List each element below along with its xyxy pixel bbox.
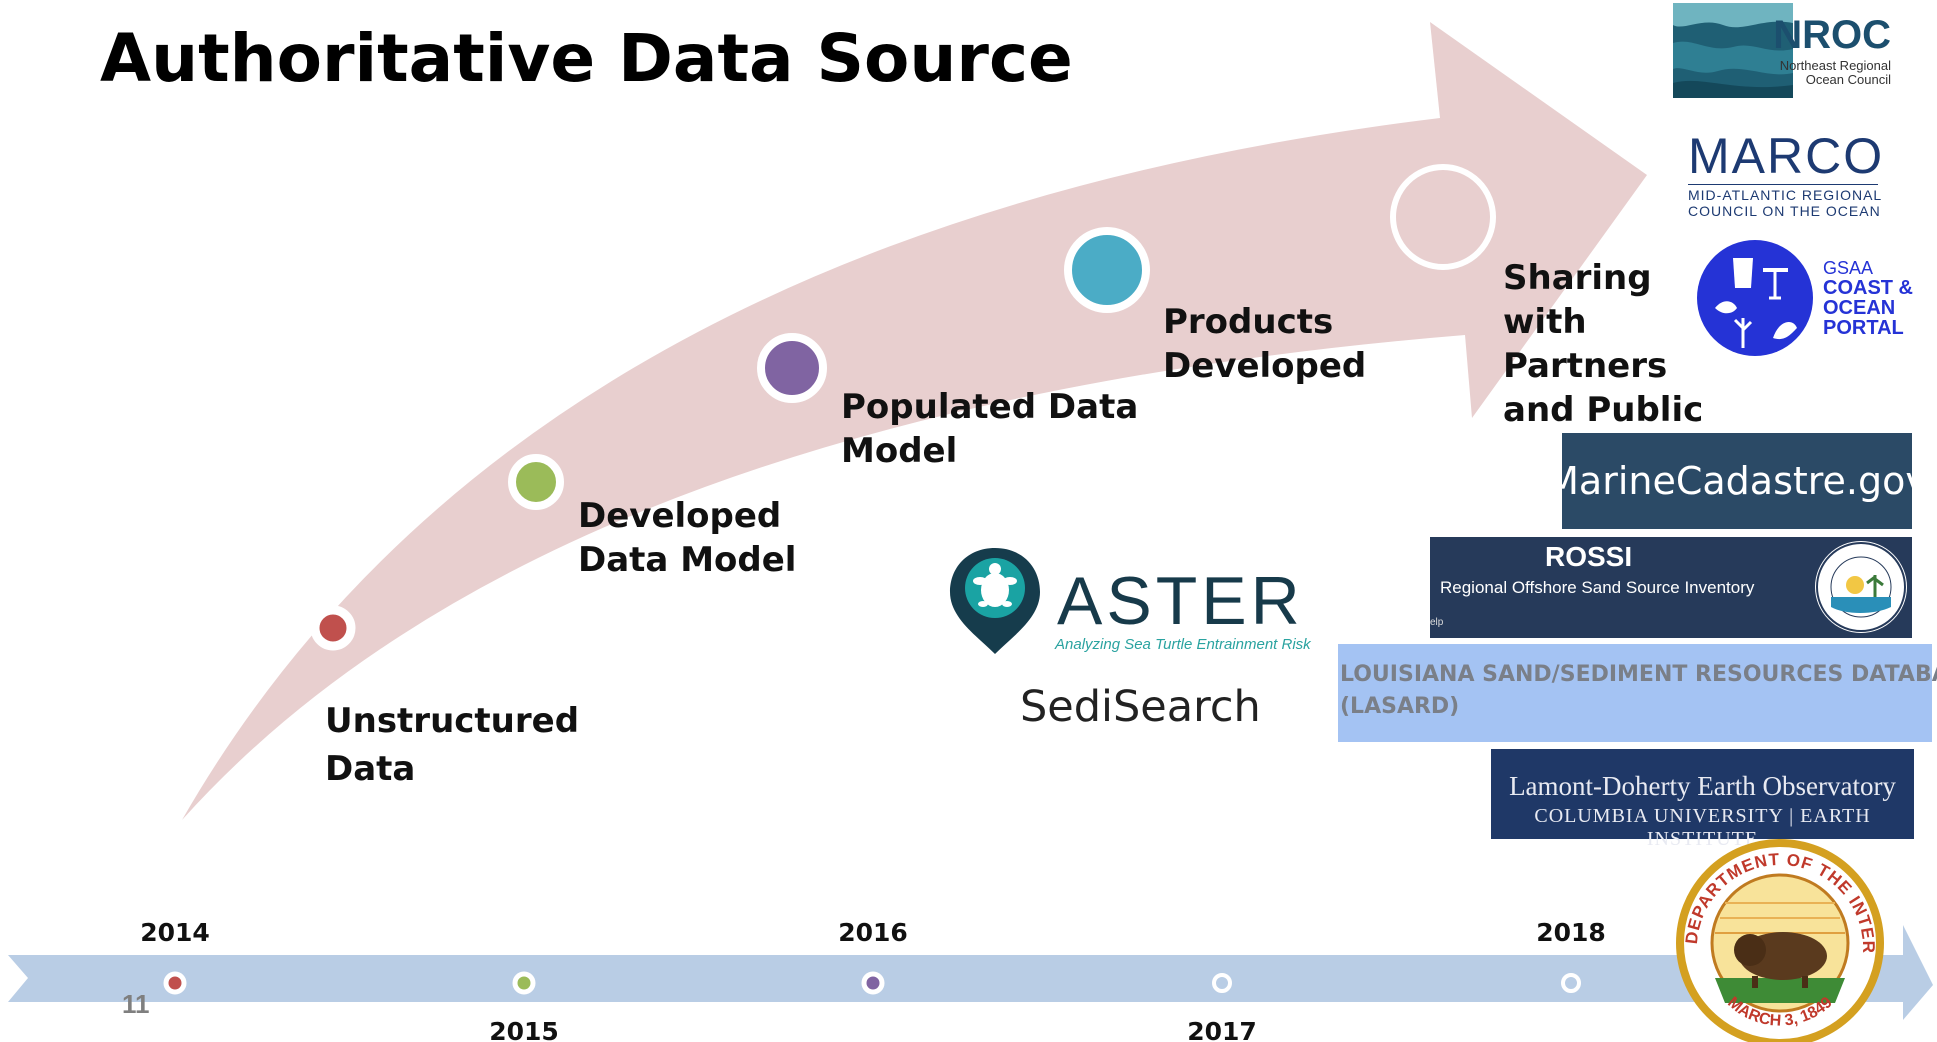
year-label: 2014 [140,918,210,947]
timeline-dot-2017 [1212,973,1232,993]
nroc-logo: NROC Northeast Regional Ocean Council [1673,3,1895,98]
stage-marker-2015 [508,454,564,510]
timeline-dot-2018 [1561,973,1581,993]
ldeo-subtitle: Columbia University | Earth Institute [1534,805,1871,850]
stage-marker-2016 [757,333,827,403]
marco-logo: MARCO Mid-Atlantic Regional Council on t… [1688,128,1885,223]
gsaa-portal-logo: GSAA COAST & OCEAN PORTAL [1693,238,1913,358]
ldeo-name: Lamont-Doherty Earth Observatory [1509,771,1896,801]
aster-tagline: Analyzing Sea Turtle Entrainment Risk [1055,636,1311,653]
stage-label-products: Products Developed [1163,302,1367,386]
progress-arrow [182,22,1647,820]
marco-name: MARCO [1688,128,1885,184]
timeline-dot-2014 [163,971,187,995]
rossi-subtitle: Regional Offshore Sand Source Inventory [1440,578,1755,597]
timeline-markers [163,971,1581,995]
ldeo-banner: Lamont-Doherty Earth Observatory Columbi… [1491,749,1914,850]
stage-label-unstructured: Unstructured Data [325,701,580,789]
stage-label-developed-model: Developed Data Model [578,496,797,580]
help-link[interactable]: elp [1430,617,1444,628]
slide-title: Authoritative Data Source [100,20,1073,97]
nroc-name: NROC [1773,13,1891,57]
florida-dep-seal-icon [1815,541,1907,633]
year-label: 2017 [1187,1017,1257,1042]
timeline-arrow [8,925,1933,1020]
slide-number: 11 [122,989,150,1019]
marco-subtitle: Mid-Atlantic Regional Council on the Oce… [1688,184,1881,219]
rossi-banner: ROSSI Regional Offshore Sand Source Inve… [1430,537,1912,638]
stage-marker-2014 [310,605,356,651]
year-label: 2016 [838,918,908,947]
sedisearch-label: SediSearch [1020,682,1261,732]
rossi-name: ROSSI [1545,541,1633,572]
stage-markers [310,164,1496,651]
wave-map-icon [1673,3,1793,98]
gsaa-label: GSAA [1823,258,1874,278]
year-label: 2015 [489,1017,559,1042]
timeline-dot-2016 [861,971,885,995]
marinecadastre-label: MarineCadastre.gov [1546,459,1928,503]
aster-name: ASTER [1057,563,1304,639]
stage-label-sharing: Sharing with Partners and Public [1503,258,1704,430]
doi-seal: U.S. DEPARTMENT OF THE INTERIOR MARCH 3,… [1668,823,1885,1042]
lasard-label: LOUISIANA SAND/SEDIMENT RESOURCES DATABA… [1340,662,1937,719]
stage-marker-2017 [1064,227,1150,313]
stage-marker-2018 [1390,164,1496,270]
turtle-pin-icon [950,548,1040,654]
nroc-subtitle: Northeast Regional Ocean Council [1779,58,1891,87]
timeline-dot-2015 [512,971,536,995]
year-label: 2018 [1536,918,1606,947]
coast-ocean-portal-label: COAST & OCEAN PORTAL [1823,277,1913,339]
lasard-banner: LOUISIANA SAND/SEDIMENT RESOURCES DATABA… [1338,644,1937,742]
aster-logo: ASTER Analyzing Sea Turtle Entrainment R… [945,540,1315,660]
marinecadastre-logo: MarineCadastre.gov [1546,433,1928,529]
doi-seal-graphic: U.S. DEPARTMENT OF THE INTERIOR MARCH 3,… [1668,823,1884,1042]
gsaa-globe-icon [1697,240,1813,356]
stage-label-populated-model: Populated Data Model [841,387,1139,471]
